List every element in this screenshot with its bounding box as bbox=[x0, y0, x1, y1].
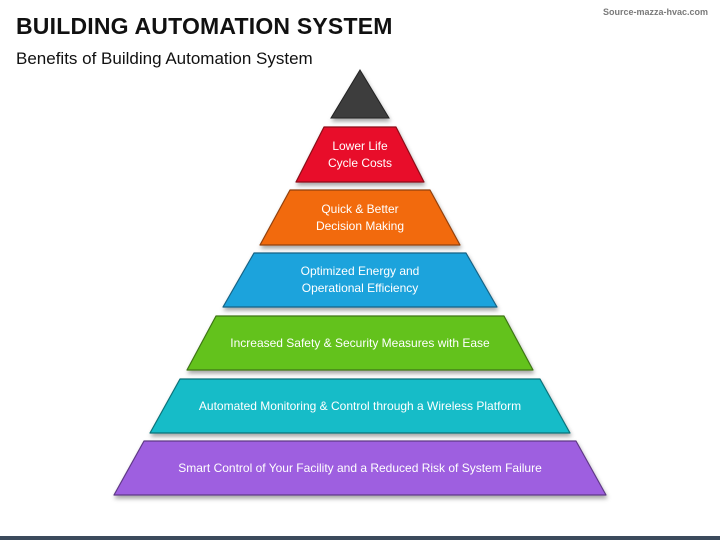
source-credit: Source-mazza-hvac.com bbox=[602, 7, 708, 17]
pyramid-layer-3 bbox=[222, 252, 498, 308]
pyramid-layer-1 bbox=[295, 126, 425, 183]
page-subtitle: Benefits of Building Automation System bbox=[16, 49, 313, 68]
page-title: BUILDING AUTOMATION SYSTEM bbox=[16, 13, 393, 39]
footer-bar bbox=[0, 536, 720, 540]
pyramid-layer-4 bbox=[186, 315, 534, 371]
pyramid-apex bbox=[330, 69, 390, 119]
pyramid-layer-2 bbox=[259, 189, 461, 246]
pyramid-layer-6 bbox=[113, 440, 607, 496]
pyramid-layer-5 bbox=[149, 378, 571, 434]
